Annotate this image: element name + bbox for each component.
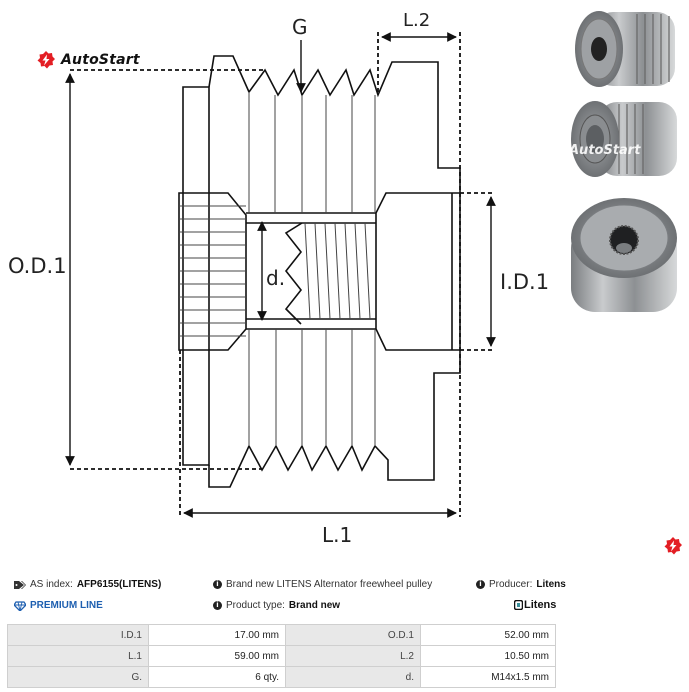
brand-logo: AutoStart	[36, 50, 140, 70]
tags-icon	[14, 580, 26, 589]
premium-line-label: PREMIUM LINE	[30, 600, 103, 611]
spec-value: 6 qty.	[148, 666, 286, 688]
table-row: I.D.1 17.00 mm O.D.1 52.00 mm	[7, 624, 556, 646]
diamond-icon	[14, 600, 26, 611]
spec-value: 17.00 mm	[148, 624, 286, 646]
brand-name: AutoStart	[61, 52, 140, 68]
litens-logo-icon	[514, 600, 523, 610]
left-flange	[182, 86, 210, 466]
spec-key: L.2	[285, 645, 421, 667]
product-photo-front	[575, 11, 675, 87]
autostart-gear-icon-small	[664, 537, 682, 555]
thread	[284, 222, 303, 325]
product-type-label: Product type:	[226, 600, 285, 611]
info-icon: i	[213, 601, 222, 610]
autostart-gear-icon	[37, 51, 55, 69]
product-type-value: Brand new	[288, 600, 341, 611]
description-text: Brand new LITENS Alternator freewheel pu…	[226, 579, 433, 590]
lower-profile	[208, 350, 461, 488]
producer-value: Litens	[536, 579, 566, 590]
right-hub	[375, 192, 461, 351]
producer-logo: Litens	[514, 599, 556, 611]
spec-key: d.	[285, 666, 421, 688]
table-row: L.1 59.00 mm L.2 10.50 mm	[7, 645, 556, 667]
producer-row: i Producer: Litens	[476, 579, 566, 590]
spec-key: L.1	[7, 645, 149, 667]
label-length2: L.2	[403, 10, 430, 31]
spec-key: G.	[7, 666, 149, 688]
product-photo-end	[571, 198, 677, 312]
producer-logo-text: Litens	[524, 599, 557, 611]
photo-watermark: AutoStart	[568, 143, 641, 158]
label-inner-diameter: I.D.1	[500, 270, 549, 294]
spec-value: M14x1.5 mm	[420, 666, 556, 688]
upper-profile	[208, 55, 461, 193]
as-index-label: AS index:	[30, 579, 73, 590]
info-icon: i	[213, 580, 222, 589]
product-type-row: i Product type: Brand new	[213, 600, 340, 611]
product-photo-angled: AutoStart	[568, 101, 677, 177]
producer-label: Producer:	[489, 579, 533, 590]
as-index-value: AFP6155(LITENS)	[76, 579, 162, 590]
label-length1: L.1	[322, 523, 352, 547]
label-thread: d.	[266, 266, 285, 290]
label-outer-diameter: O.D.1	[8, 254, 67, 278]
spec-value: 59.00 mm	[148, 645, 286, 667]
spec-table: I.D.1 17.00 mm O.D.1 52.00 mm L.1 59.00 …	[7, 624, 556, 688]
spec-value: 52.00 mm	[420, 624, 556, 646]
technical-drawing: G L.2 O.D.1 I.D.1 d. L.1	[8, 10, 549, 547]
label-groove: G	[292, 15, 308, 39]
table-row: G. 6 qty. d. M14x1.5 mm	[7, 666, 556, 688]
spec-key: I.D.1	[7, 624, 149, 646]
spec-key: O.D.1	[285, 624, 421, 646]
premium-line-badge: PREMIUM LINE	[14, 600, 103, 611]
as-index-row: AS index: AFP6155(LITENS)	[14, 579, 161, 590]
info-icon: i	[476, 580, 485, 589]
spec-value: 10.50 mm	[420, 645, 556, 667]
description-row: i Brand new LITENS Alternator freewheel …	[213, 579, 432, 590]
